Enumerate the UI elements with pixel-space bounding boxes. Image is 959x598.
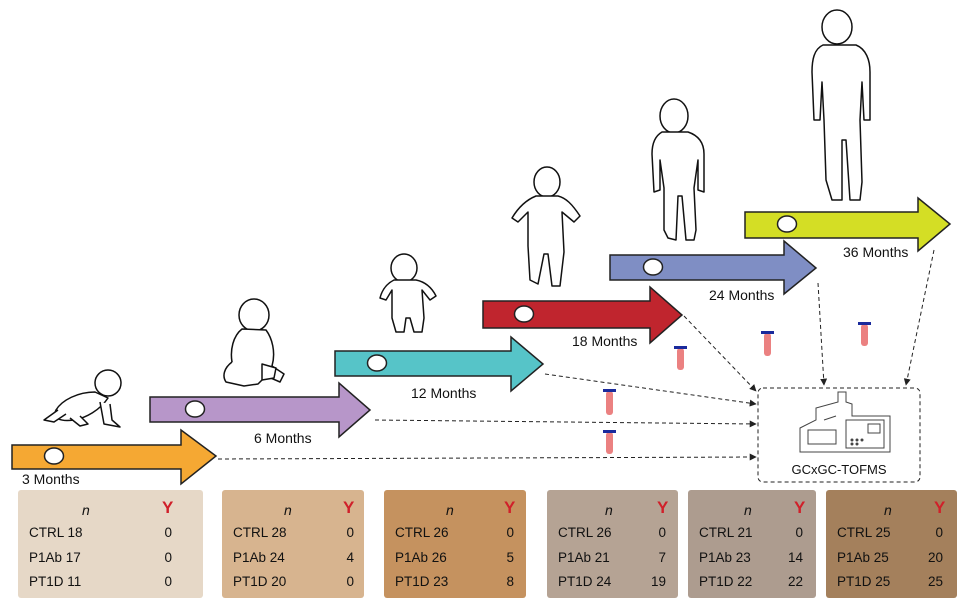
y-icon: Y: [934, 498, 946, 517]
pt1d-y-value: 19: [650, 574, 666, 589]
n-header: n: [884, 502, 892, 518]
connector-3m: [217, 453, 757, 461]
n-header: n: [605, 502, 613, 518]
pt1d-label: PT1D 11: [29, 574, 82, 589]
sample-tubes: [603, 322, 871, 454]
pt1d-label: PT1D 20: [233, 574, 287, 589]
walking-child-icon: [511, 166, 581, 287]
child-silhouettes: [43, 9, 871, 428]
sample-tube-icon: [858, 322, 871, 346]
child-icon: [651, 98, 705, 241]
p1ab-label: P1Ab 25: [837, 550, 889, 565]
ctrl-y-value: 0: [795, 525, 803, 540]
ctrl-label: CTRL 26: [395, 525, 449, 540]
ctrl-y-value: 0: [935, 525, 943, 540]
arrow-36-months: [744, 196, 952, 253]
ctrl-label: CTRL 28: [233, 525, 287, 540]
instrument-box: GCxGC-TOFMS: [757, 387, 921, 483]
ctrl-y-value: 0: [346, 525, 354, 540]
crawling-baby-icon: [43, 369, 122, 428]
arrow-6-months: [149, 381, 372, 439]
pt1d-y-value: 0: [164, 574, 172, 589]
label-6-months: 6 Months: [254, 430, 312, 446]
p1ab-label: P1Ab 23: [699, 550, 751, 565]
instrument-label: GCxGC-TOFMS: [791, 462, 886, 477]
arrow-12-months: [334, 335, 545, 393]
p1ab-y-value: 4: [346, 550, 354, 565]
older-child-icon: [811, 9, 871, 201]
sample-tube-icon: [674, 346, 687, 370]
label-18-months: 18 Months: [572, 333, 637, 349]
count-table-12-months: n Y CTRL 26 0 P1Ab 26 5 PT1D 23 8: [384, 490, 526, 598]
count-table-3-months: n Y CTRL 18 0 P1Ab 17 0 PT1D 11 0: [18, 490, 203, 598]
connector-24m: [817, 282, 828, 386]
y-icon: Y: [343, 498, 355, 517]
count-table-24-months: n Y CTRL 21 0 P1Ab 23 14 PT1D 22 22: [688, 490, 816, 598]
y-icon: Y: [162, 498, 174, 517]
ctrl-label: CTRL 26: [558, 525, 612, 540]
connector-lines: [217, 249, 935, 461]
ctrl-y-value: 0: [658, 525, 666, 540]
standing-toddler-icon: [379, 253, 437, 333]
pt1d-y-value: 0: [346, 574, 354, 589]
p1ab-label: P1Ab 17: [29, 550, 81, 565]
gc-tofms-instrument-icon: [799, 391, 891, 453]
n-header: n: [284, 502, 292, 518]
ctrl-y-value: 0: [164, 525, 172, 540]
timeline-arrows: [11, 196, 952, 486]
y-icon: Y: [657, 498, 669, 517]
count-table-36-months: n Y CTRL 25 0 P1Ab 25 20 PT1D 25 25: [826, 490, 957, 598]
arrow-24-months: [609, 239, 818, 296]
pt1d-y-value: 25: [927, 574, 943, 589]
connector-36m: [903, 249, 935, 386]
sitting-baby-icon: [223, 298, 285, 387]
p1ab-label: P1Ab 26: [395, 550, 447, 565]
pt1d-y-value: 8: [506, 574, 514, 589]
connector-12m: [544, 373, 757, 407]
p1ab-y-value: 5: [506, 550, 514, 565]
pt1d-label: PT1D 24: [558, 574, 612, 589]
ctrl-label: CTRL 18: [29, 525, 83, 540]
label-12-months: 12 Months: [411, 385, 476, 401]
y-icon: Y: [794, 498, 806, 517]
p1ab-y-value: 14: [787, 550, 803, 565]
n-header: n: [744, 502, 752, 518]
p1ab-y-value: 0: [164, 550, 172, 565]
p1ab-label: P1Ab 21: [558, 550, 610, 565]
n-header: n: [82, 502, 90, 518]
connector-6m: [374, 419, 757, 428]
sample-tube-icon: [761, 331, 774, 356]
ctrl-label: CTRL 25: [837, 525, 891, 540]
y-icon: Y: [504, 498, 516, 517]
arrow-3-months: [11, 428, 218, 486]
pt1d-label: PT1D 25: [837, 574, 891, 589]
arrow-18-months: [482, 285, 684, 345]
sample-tube-icon: [603, 430, 616, 454]
ctrl-label: CTRL 21: [699, 525, 753, 540]
p1ab-label: P1Ab 24: [233, 550, 285, 565]
pt1d-label: PT1D 23: [395, 574, 449, 589]
pt1d-y-value: 22: [787, 574, 803, 589]
label-36-months: 36 Months: [843, 244, 908, 260]
label-24-months: 24 Months: [709, 287, 774, 303]
p1ab-y-value: 20: [927, 550, 943, 565]
pt1d-label: PT1D 22: [699, 574, 753, 589]
ctrl-y-value: 0: [506, 525, 514, 540]
connector-18m: [683, 315, 757, 392]
count-table-6-months: n Y CTRL 28 0 P1Ab 24 4 PT1D 20 0: [222, 490, 364, 598]
p1ab-y-value: 7: [658, 550, 666, 565]
label-3-months: 3 Months: [22, 471, 80, 487]
sample-tube-icon: [603, 389, 616, 415]
n-header: n: [446, 502, 454, 518]
timeline-labels: 3 Months 6 Months 12 Months 18 Months 24…: [22, 244, 908, 487]
count-table-18-months: n Y CTRL 26 0 P1Ab 21 7 PT1D 24 19: [547, 490, 678, 598]
